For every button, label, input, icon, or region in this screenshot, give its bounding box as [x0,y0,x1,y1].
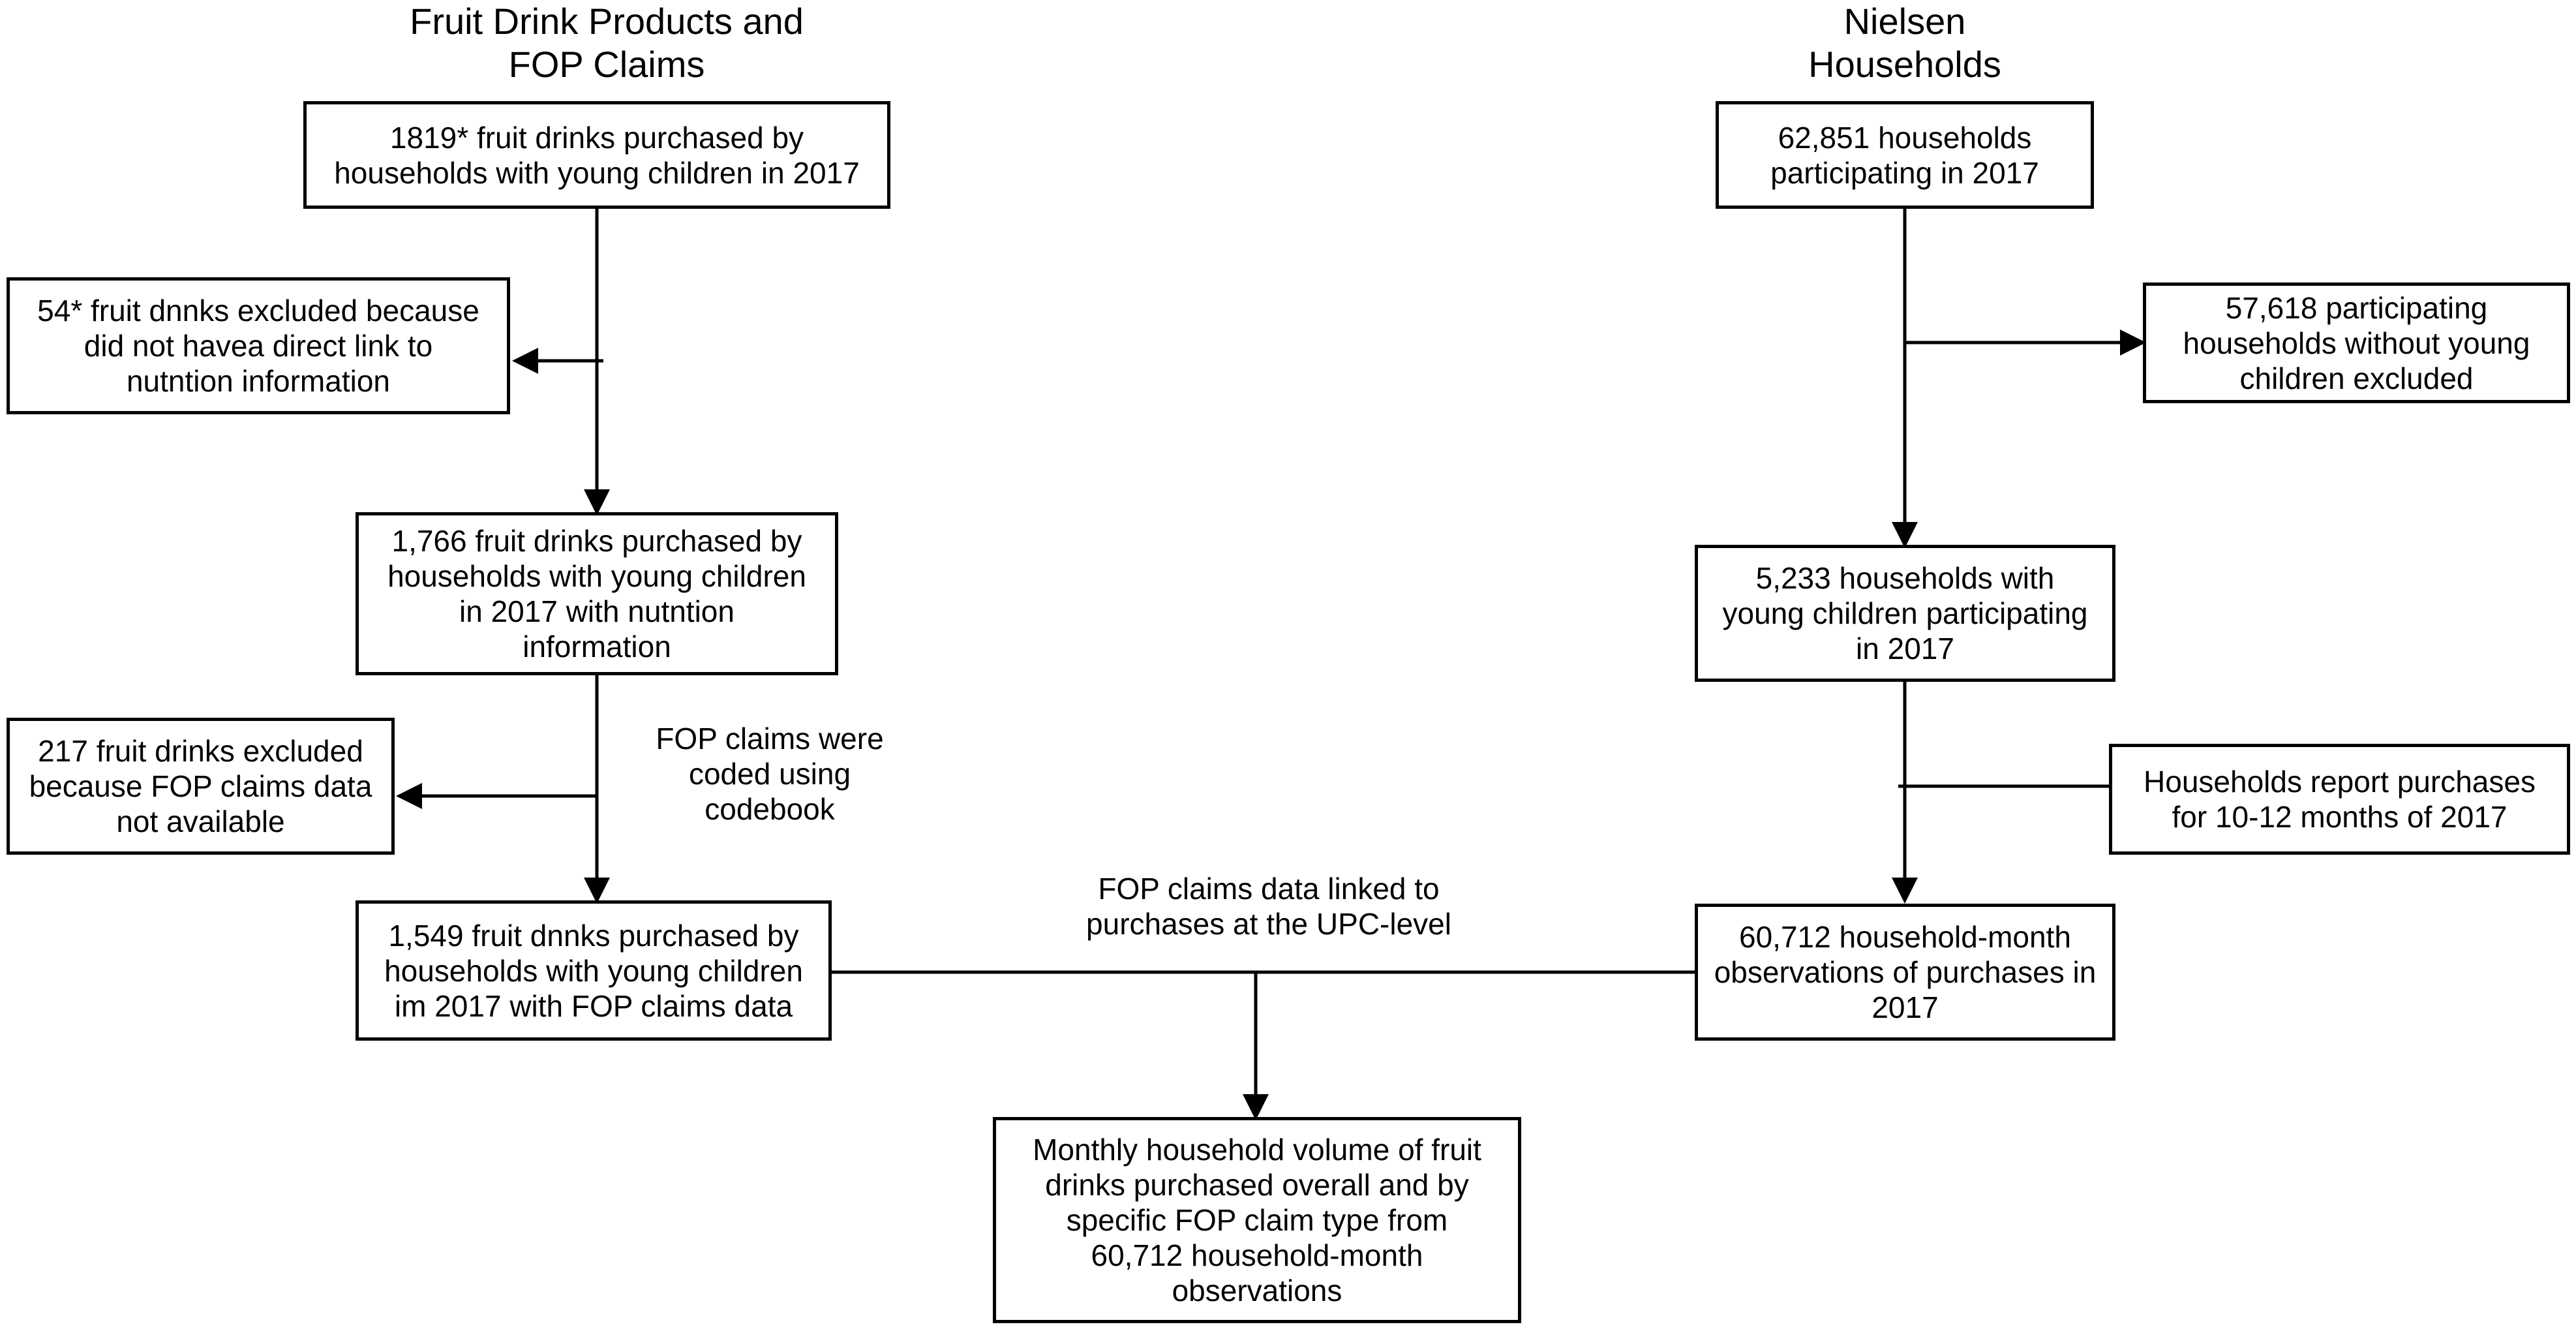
left-middle-box: 1,766 fruit drinks purchased by househol… [356,512,838,675]
right-middle-box: 5,233 households with young children par… [1695,545,2115,682]
outcome-box: Monthly household volume of fruit drinks… [993,1117,1521,1323]
right-start-box: 62,851 households participating in 2017 [1716,101,2094,209]
left-start-box: 1819* fruit drinks purchased by househol… [303,101,890,209]
left-final-box: 1,549 fruit dnnks purchased by household… [356,900,832,1041]
link-label: FOP claims data linked to purchases at t… [1086,872,1451,941]
coding-note: FOP claims were coded using codebook [656,722,884,826]
right-exclusion-box-1: 57,618 participating households without … [2143,283,2570,403]
left-column-heading: Fruit Drink Products and FOP Claims [410,1,804,85]
right-reporting-note-box: Households report purchases for 10-12 mo… [2109,744,2570,855]
right-column-heading: Nielsen Households [1808,1,2001,85]
left-exclusion-box-2: 217 fruit drinks excluded because FOP cl… [7,718,395,855]
left-exclusion-box-1: 54* fruit dnnks excluded because did not… [7,277,510,414]
right-final-box: 60,712 household-month observations of p… [1695,904,2115,1041]
